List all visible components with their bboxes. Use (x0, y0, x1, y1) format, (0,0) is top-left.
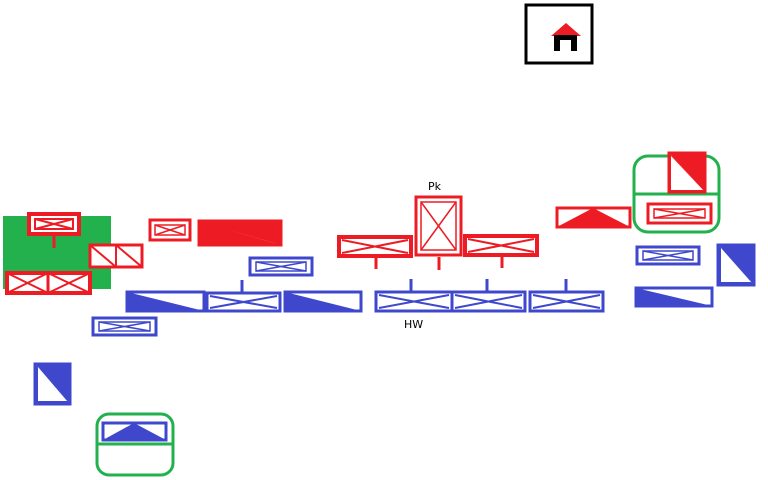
red-double-crossed-box[interactable] (5, 271, 92, 295)
blue-wedge-box[interactable] (634, 286, 714, 308)
red-connectors (374, 256, 504, 270)
red-crossed-box[interactable] (27, 212, 81, 236)
pk-label: Pk (428, 180, 442, 193)
home-button[interactable] (524, 3, 594, 65)
green-rounded-frame[interactable] (632, 151, 721, 234)
red-wedge-box[interactable] (555, 206, 632, 229)
blue-crossed-box[interactable] (450, 290, 527, 313)
blue-crossed-box[interactable] (374, 290, 454, 313)
blue-crossed-box[interactable] (91, 316, 158, 337)
blue-crossed-box[interactable] (635, 245, 701, 266)
red-crossed-box (646, 202, 713, 225)
blue-crossed-box[interactable] (248, 256, 314, 277)
green-rounded-frame[interactable] (95, 412, 175, 477)
red-crossed-box[interactable] (337, 235, 413, 258)
blue-wedge-box[interactable] (283, 290, 363, 313)
blue-wedge-box (101, 421, 168, 442)
blue-diagonal-box[interactable] (716, 243, 756, 287)
red-large-crossed-box[interactable] (414, 195, 463, 257)
red-crossed-box[interactable] (463, 234, 539, 257)
blue-wedge-box[interactable] (125, 290, 206, 313)
blue-connectors (409, 279, 568, 291)
red-crossed-box[interactable] (148, 218, 192, 242)
blue-crossed-box[interactable] (528, 290, 605, 313)
red-split-box[interactable] (88, 243, 144, 269)
home-icon (551, 23, 581, 51)
red-diagonal-box (667, 151, 707, 194)
red-wedge-box[interactable] (197, 219, 283, 247)
blue-crossed-box[interactable] (205, 291, 282, 313)
blue-diagonal-box[interactable] (33, 362, 72, 406)
hw-label: HW (404, 318, 423, 331)
